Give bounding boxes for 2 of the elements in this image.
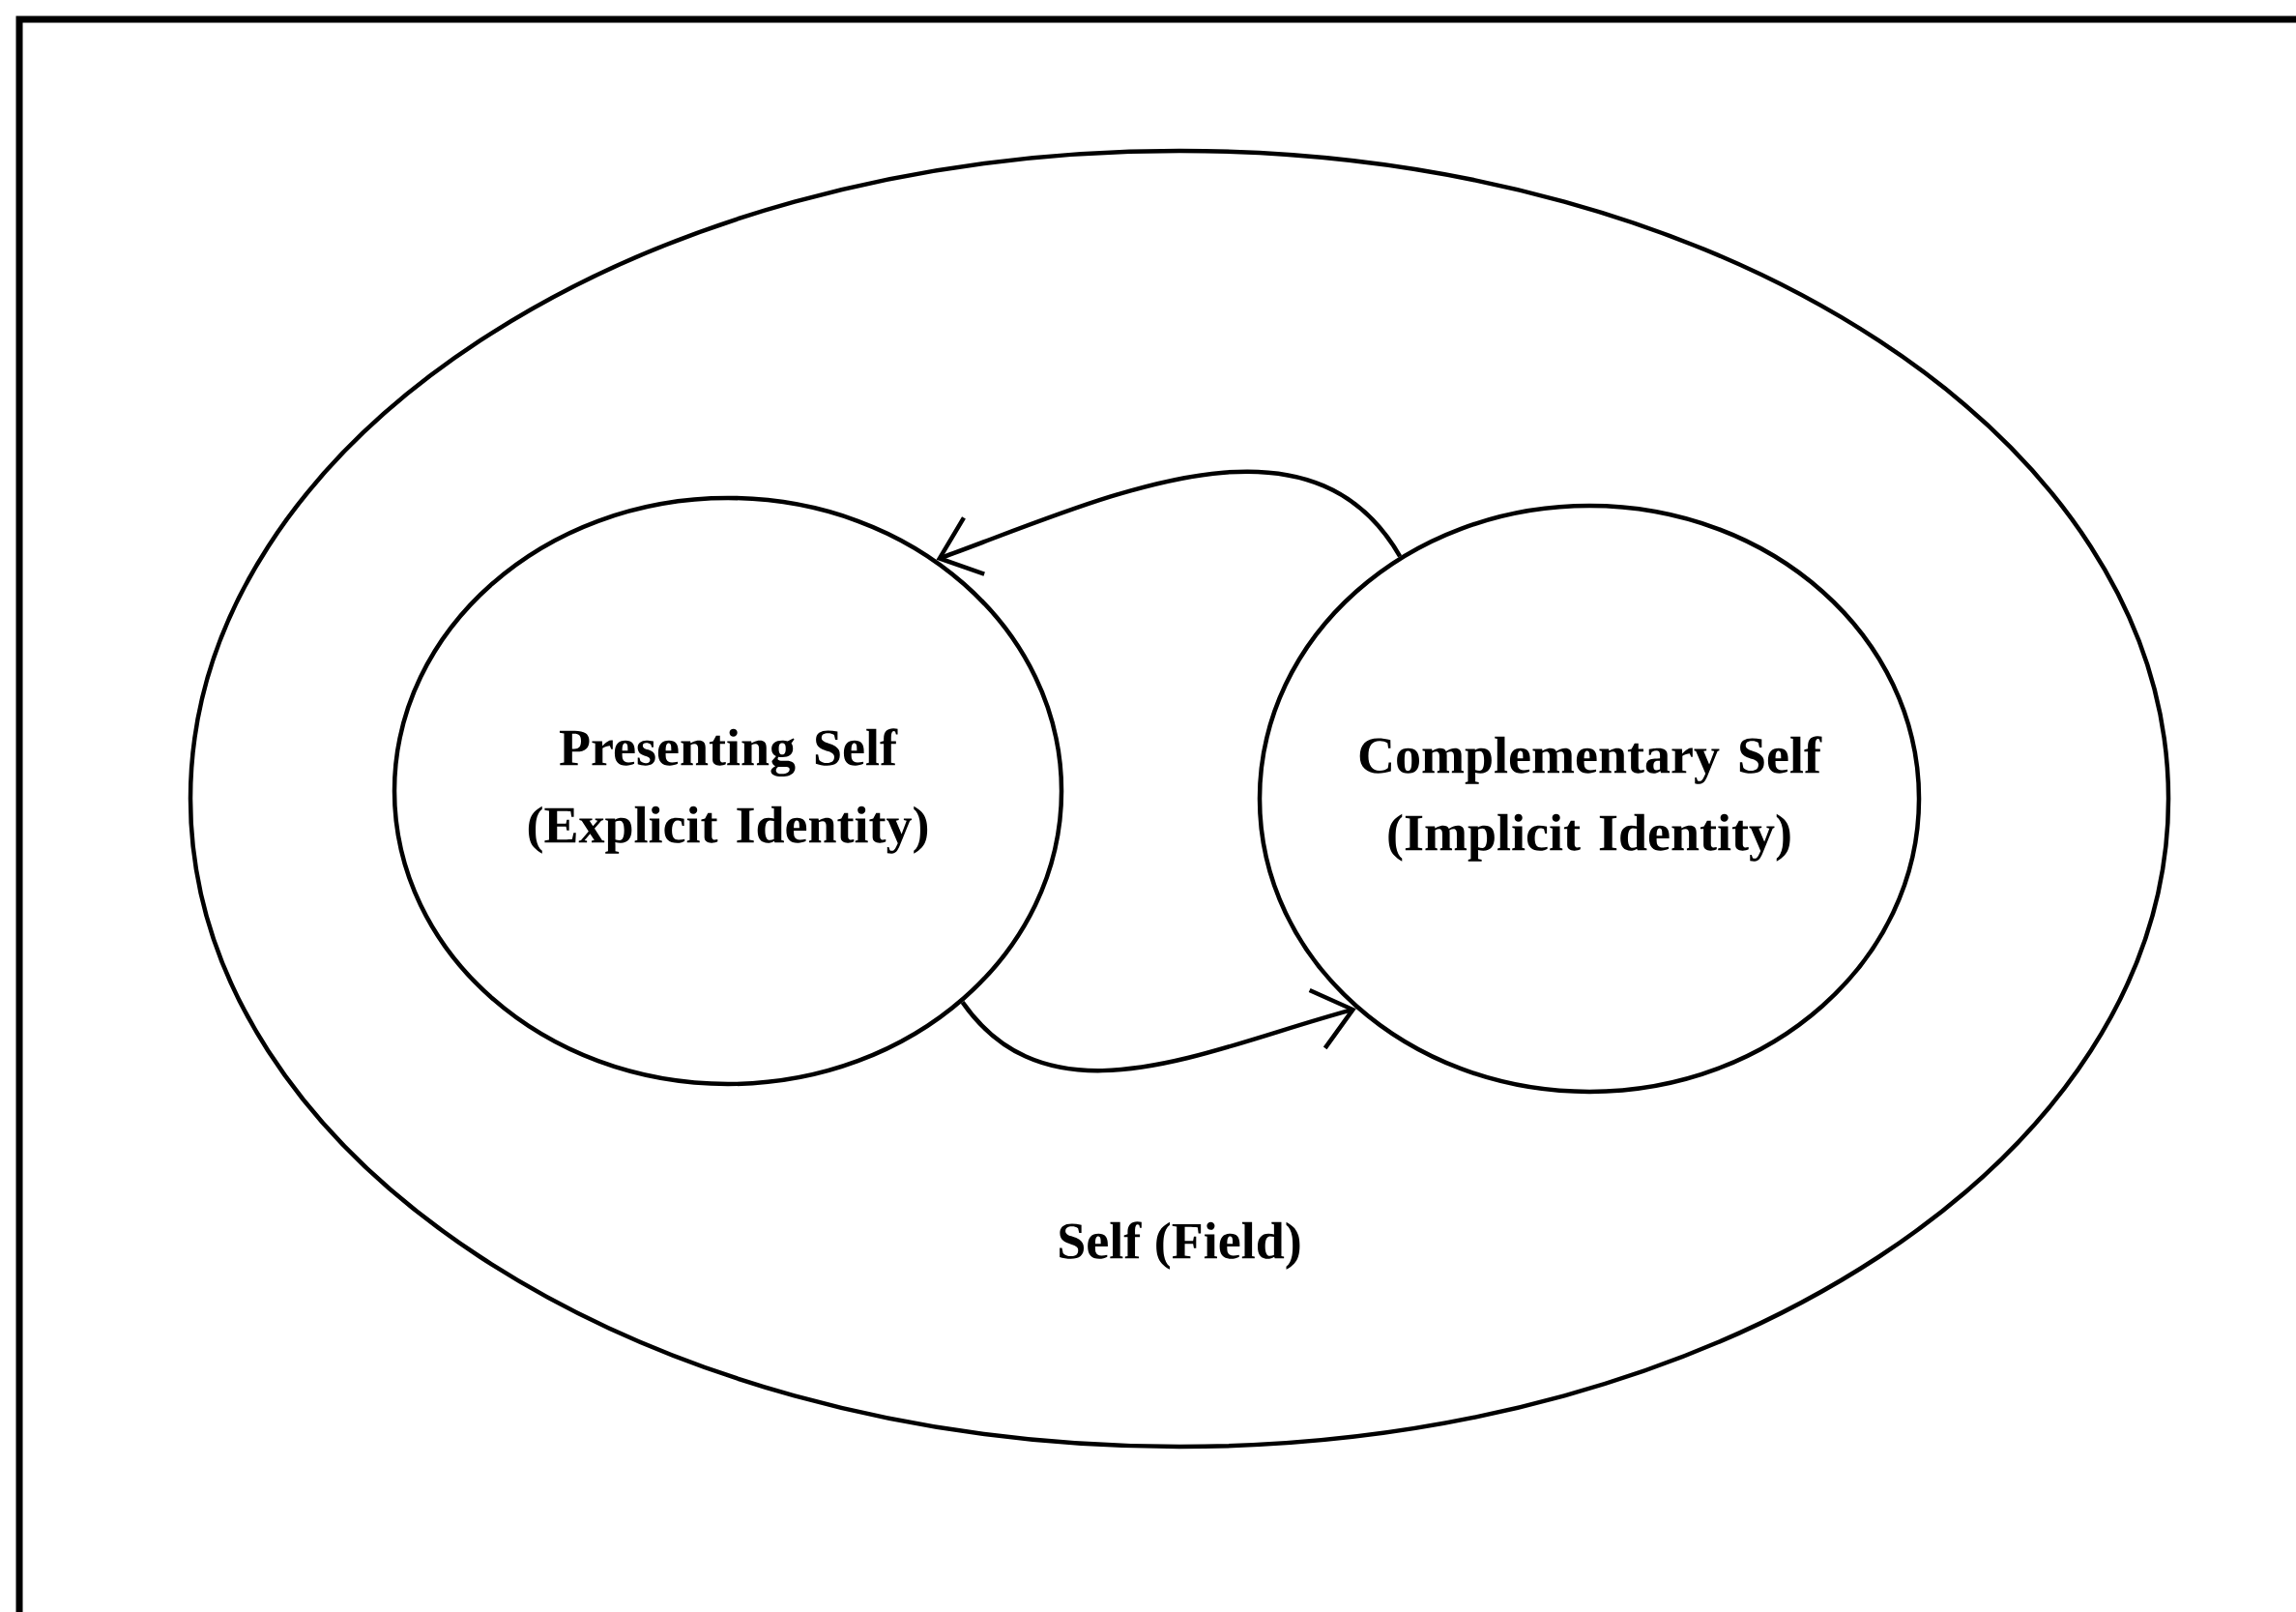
- arrow: [960, 987, 1356, 1073]
- arrow: [936, 469, 1402, 576]
